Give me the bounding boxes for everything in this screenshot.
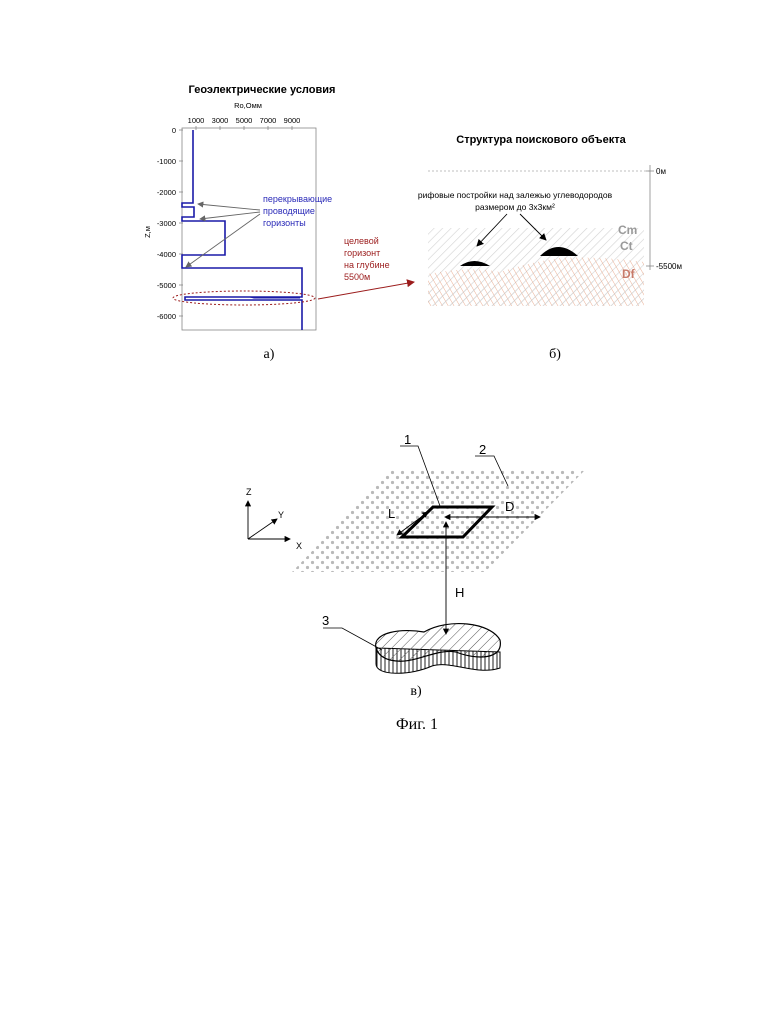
panel-a-target-annotation: целевой горизонт на глубине 5500м [344, 236, 390, 282]
label-H: H [455, 585, 464, 600]
panel-b-note-line-1: рифовые постройки над залежью углеводоро… [418, 190, 613, 200]
y-tick-3000: -3000 [157, 219, 176, 228]
panel-b-depth-top: 0м [656, 167, 666, 176]
panel-a-target-arrow [318, 282, 414, 299]
panel-a-overlap-arrows [186, 204, 260, 267]
panel-b-layer-cm: Cm [618, 223, 637, 237]
annot-overlap-line-1: перекрывающие [263, 194, 332, 204]
panel-a: Геоэлектрические условия Ro,Омм 1000 300… [143, 84, 414, 362]
panel-a-caption: а) [264, 347, 275, 362]
panel-a-x-axis-label: Ro,Омм [234, 101, 262, 110]
leader-3 [323, 628, 382, 650]
panel-b-layer-df: Df [622, 267, 636, 281]
x-tick-9000: 9000 [284, 116, 301, 125]
annot-target-line-3: на глубине [344, 260, 390, 270]
label-D: D [505, 499, 514, 514]
panel-a-overlap-annotation: перекрывающие проводящие горизонты [263, 194, 332, 228]
label-num-3: 3 [322, 613, 329, 628]
panel-a-title: Геоэлектрические условия [189, 84, 336, 96]
x-tick-5000: 5000 [236, 116, 253, 125]
annot-target-line-2: горизонт [344, 248, 380, 258]
panel-b-title: Структура поискового объекта [456, 134, 626, 146]
y-tick-6000: -6000 [157, 312, 176, 321]
x-tick-7000: 7000 [260, 116, 277, 125]
panel-c-caption: в) [410, 684, 422, 699]
panel-b: Структура поискового объекта 0м -5500м р… [418, 134, 682, 362]
coordinate-axes [248, 501, 290, 539]
panel-b-caption: б) [549, 347, 561, 362]
axis-y-label: Y [278, 510, 284, 520]
panel-b-layer-ct: Ct [620, 239, 633, 253]
panel-b-note-line-2: размером до 3х3км² [475, 202, 555, 212]
panel-b-depth-bottom: -5500м [656, 262, 682, 271]
label-num-1: 1 [404, 432, 411, 447]
axis-z-label: Z [246, 487, 252, 497]
y-tick-2000: -2000 [157, 188, 176, 197]
panel-a-resistivity-curve [182, 130, 302, 330]
x-tick-1000: 1000 [188, 116, 205, 125]
panel-a-x-ticks: 1000 3000 5000 7000 9000 [188, 116, 301, 125]
figure-caption: Фиг. 1 [396, 716, 438, 733]
annot-overlap-line-2: проводящие [263, 206, 315, 216]
label-num-2: 2 [479, 442, 486, 457]
panel-c: 1 2 3 L D H Z Y X в) [246, 432, 585, 699]
label-L: L [388, 506, 395, 521]
y-tick-4000: -4000 [157, 250, 176, 259]
annot-overlap-line-3: горизонты [263, 218, 306, 228]
annot-target-line-4: 5500м [344, 272, 370, 282]
annot-target-line-1: целевой [344, 236, 379, 246]
x-tick-3000: 3000 [212, 116, 229, 125]
y-tick-5000: -5000 [157, 281, 176, 290]
panel-a-y-ticks: 0 -1000 -2000 -3000 -4000 -5000 -6000 [157, 126, 176, 321]
panel-a-y-axis-label: Z,м [143, 226, 152, 238]
surface-plane [292, 470, 585, 572]
axis-x-label: X [296, 541, 302, 551]
y-tick-0: 0 [172, 126, 176, 135]
y-tick-1000: -1000 [157, 157, 176, 166]
